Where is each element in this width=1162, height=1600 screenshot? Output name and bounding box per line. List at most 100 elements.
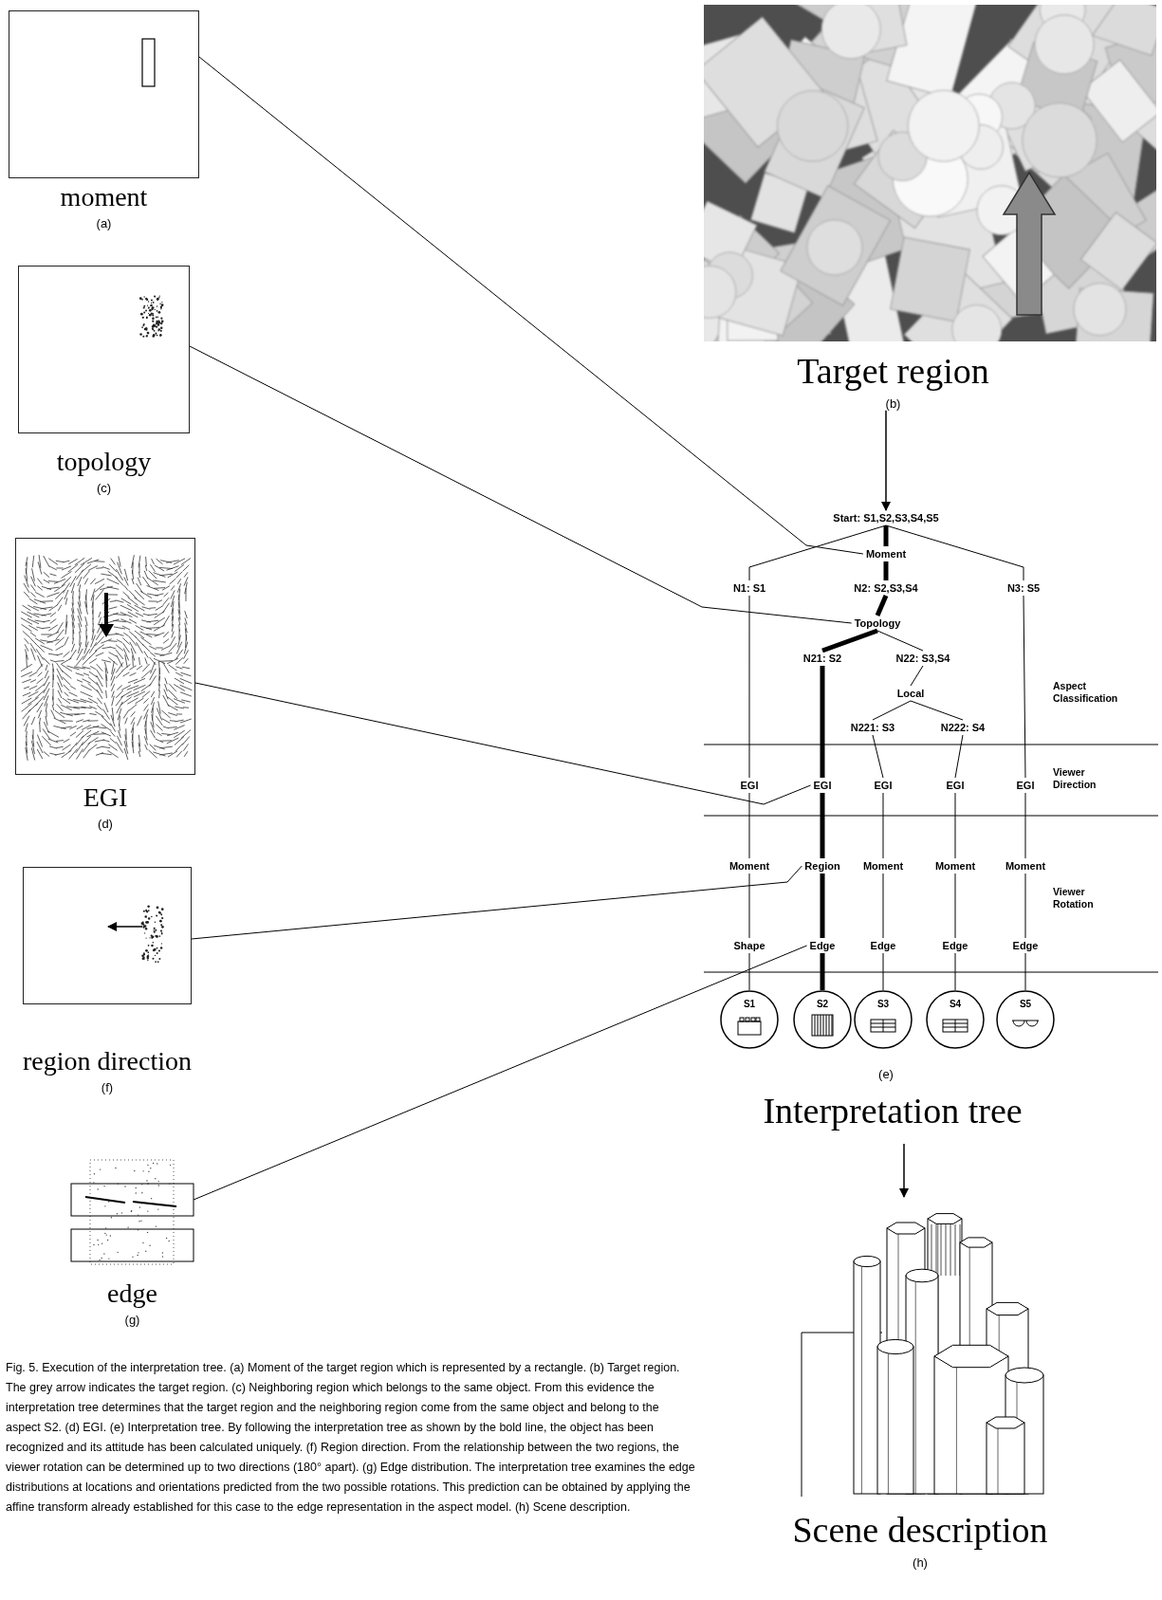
needle [115,633,125,637]
needle [149,652,156,658]
needle [31,648,37,662]
dot [141,1183,143,1185]
dot [142,324,145,327]
needle [123,710,130,720]
needle [45,664,48,671]
needle [36,702,43,713]
needle [118,723,121,731]
tree-branch [872,700,911,720]
needle [55,560,64,562]
dot [158,328,161,331]
dot [167,1240,169,1242]
aspect-ring [854,991,912,1049]
needle [39,600,54,603]
dot [155,315,158,318]
icon-shape [955,1019,957,1033]
dot [146,921,149,924]
node-label: N2: S2,S3,S4 [853,582,918,594]
column-body [877,1346,914,1494]
node-label: N3: S5 [1007,582,1040,594]
needle [110,737,116,743]
needle [95,567,103,570]
aspect-circle: S2 [793,990,852,1050]
tree-node: Region [801,858,843,874]
dot [168,1182,170,1184]
needle [78,584,80,591]
needle [64,692,70,697]
needle [141,670,151,680]
needle [41,586,52,590]
needle [96,682,103,694]
band-line [703,972,1159,974]
edge-stroke [132,1201,177,1207]
dot [142,1170,144,1172]
needle [159,753,173,756]
needle [142,691,150,699]
needle [127,604,139,611]
dot [142,957,145,960]
leader-line [191,866,802,940]
needle [31,740,35,755]
icon-shape [814,1014,816,1036]
needle [27,605,39,611]
column-stripe [950,1224,952,1276]
needle [173,699,185,704]
dot [146,316,148,319]
needle [174,719,184,722]
needle [48,625,58,631]
dot [152,324,156,328]
dot [148,1245,150,1247]
needle [101,646,111,649]
scene-photo [703,4,1157,342]
column-stripe [945,1224,947,1276]
needle [35,638,45,645]
dot [130,1211,132,1213]
photo-objects [703,4,1157,342]
band-label: Aspect Classification [1052,680,1118,705]
needle [155,558,163,565]
dot [147,917,150,920]
needle [100,753,112,755]
dot [138,1220,140,1222]
dot [147,1171,149,1173]
dot [157,1180,159,1182]
needle [81,736,92,746]
tree-node: Moment [726,858,773,874]
dot [141,1192,143,1194]
needle [110,558,116,566]
needle [160,739,172,741]
needle [89,744,97,752]
tree-branch [748,873,750,939]
needle [40,633,52,635]
column-top [934,1345,1009,1367]
dot [150,1198,152,1199]
dot [162,1252,164,1254]
needle [148,750,158,758]
needle [108,593,118,595]
needle [59,719,73,722]
needle [55,567,63,569]
needle [65,621,68,635]
needle [55,739,64,742]
band-line [703,744,1159,746]
tree-branch [749,525,886,581]
needle [54,579,66,585]
aspect-circle: S4 [925,990,985,1050]
needle [165,678,167,685]
needle [89,658,97,664]
aspect-ring [926,991,984,1049]
dot [143,924,147,928]
needle [108,571,119,579]
dot [148,937,150,939]
dot [156,334,159,337]
needle [176,713,183,715]
dot [154,929,157,932]
photo-block [890,237,971,322]
needle [149,607,156,609]
needle [110,683,114,692]
dot [124,1185,126,1187]
needle [36,749,43,759]
panel-letter: (f) [101,1080,113,1095]
tree-branch [883,561,888,581]
needle [159,573,173,575]
